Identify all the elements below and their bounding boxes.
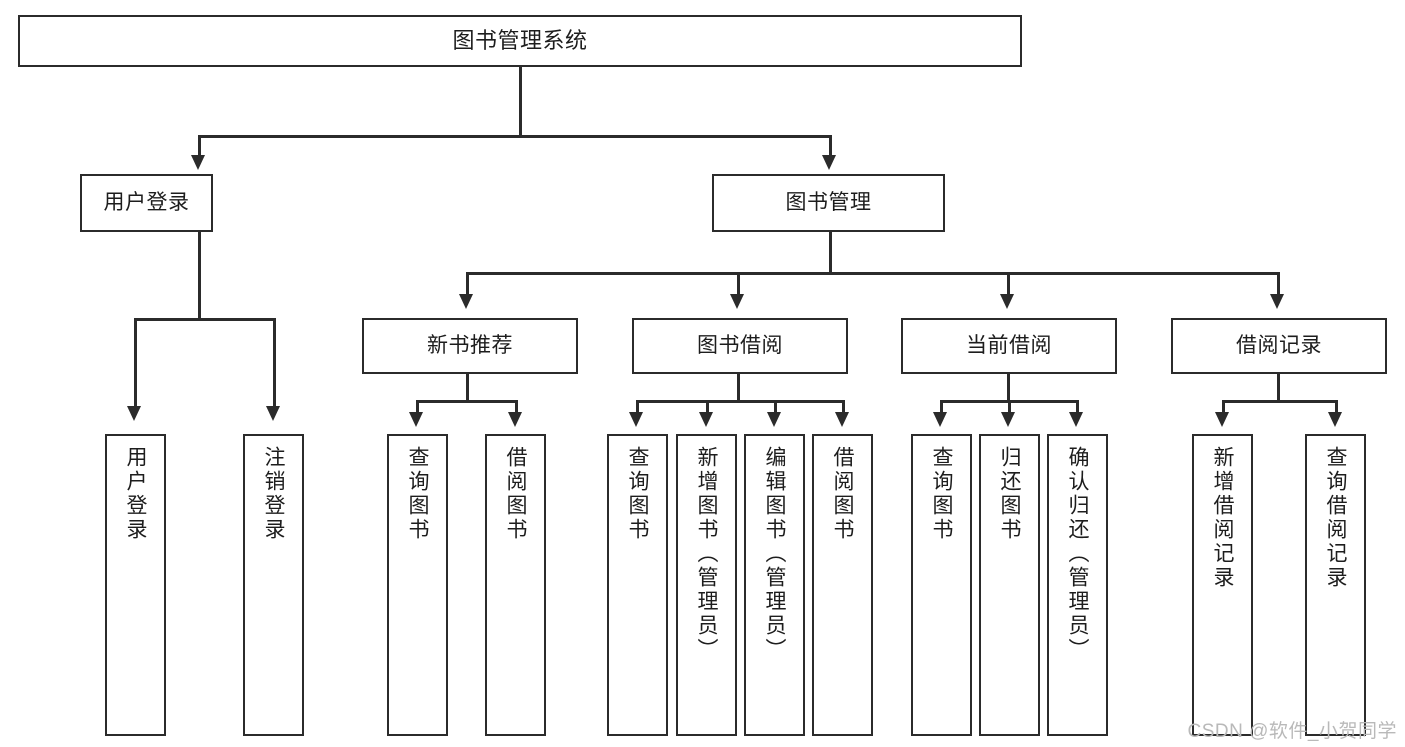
node-leaf-return-book[interactable]: 归还图书 xyxy=(979,434,1040,736)
connector-root-to-user-login xyxy=(198,135,201,157)
node-new-book-recommend[interactable]: 新书推荐 xyxy=(362,318,578,374)
node-leaf-add-record[interactable]: 新增借阅记录 xyxy=(1192,434,1253,736)
connector-borrow-record-bus xyxy=(1222,400,1336,403)
node-label: 用户登录 xyxy=(124,446,147,542)
arrow-root-to-book-manage xyxy=(822,155,836,170)
arrow-bb-child-3 xyxy=(767,412,781,427)
connector-user-login-branch-2 xyxy=(273,318,276,408)
node-root-book-management-system[interactable]: 图书管理系统 xyxy=(18,15,1022,67)
connector-book-manage-bus xyxy=(466,272,1280,275)
node-leaf-query-record[interactable]: 查询借阅记录 xyxy=(1305,434,1366,736)
connector-to-new-book-recommend xyxy=(466,272,469,296)
connector-cb-branch-3 xyxy=(1076,400,1079,414)
connector-cb-branch-1 xyxy=(940,400,943,414)
node-label: 新增图书（管理员） xyxy=(695,446,718,662)
connector-to-current-borrow xyxy=(1007,272,1010,296)
node-book-borrow[interactable]: 图书借阅 xyxy=(632,318,848,374)
arrow-br-child-1 xyxy=(1215,412,1229,427)
connector-user-login-bus xyxy=(134,318,276,321)
node-label: 查询图书 xyxy=(930,446,953,542)
node-leaf-user-login[interactable]: 用户登录 xyxy=(105,434,166,736)
arrow-root-to-user-login xyxy=(191,155,205,170)
node-book-manage[interactable]: 图书管理 xyxy=(712,174,945,232)
node-leaf-borrow-book-2[interactable]: 借阅图书 xyxy=(812,434,873,736)
connector-cb-branch-2 xyxy=(1008,400,1011,414)
node-leaf-add-book[interactable]: 新增图书（管理员） xyxy=(676,434,737,736)
connector-root-to-book-manage xyxy=(829,135,832,157)
connector-user-login-branch-1 xyxy=(134,318,137,408)
arrow-nbr-child-2 xyxy=(508,412,522,427)
arrow-cb-child-1 xyxy=(933,412,947,427)
node-current-borrow[interactable]: 当前借阅 xyxy=(901,318,1117,374)
node-leaf-query-book-3[interactable]: 查询图书 xyxy=(911,434,972,736)
connector-root-stem xyxy=(519,67,522,137)
node-label: 新增借阅记录 xyxy=(1211,446,1234,590)
connector-bb-branch-2 xyxy=(706,400,709,414)
node-label: 编辑图书（管理员） xyxy=(763,446,786,662)
connector-borrow-record-stem xyxy=(1277,374,1280,402)
node-leaf-query-book-1[interactable]: 查询图书 xyxy=(387,434,448,736)
node-label: 注销登录 xyxy=(262,446,285,542)
arrow-user-login-child-2 xyxy=(266,406,280,421)
connector-new-book-recommend-stem xyxy=(466,374,469,402)
node-borrow-record[interactable]: 借阅记录 xyxy=(1171,318,1387,374)
node-label: 图书借阅 xyxy=(697,333,783,357)
connector-nbr-branch-2 xyxy=(515,400,518,414)
node-label: 确认归还（管理员） xyxy=(1066,446,1089,662)
node-label: 查询图书 xyxy=(406,446,429,542)
connector-bb-branch-1 xyxy=(636,400,639,414)
node-label: 借阅记录 xyxy=(1236,333,1322,357)
connector-new-book-recommend-bus xyxy=(416,400,516,403)
connector-root-bus xyxy=(198,135,832,138)
arrow-to-borrow-record xyxy=(1270,294,1284,309)
connector-to-book-borrow xyxy=(737,272,740,296)
connector-nbr-branch-1 xyxy=(416,400,419,414)
node-leaf-edit-book[interactable]: 编辑图书（管理员） xyxy=(744,434,805,736)
arrow-bb-child-4 xyxy=(835,412,849,427)
node-label: 图书管理 xyxy=(785,190,872,214)
connector-bb-branch-3 xyxy=(774,400,777,414)
node-label: 新书推荐 xyxy=(427,333,513,357)
connector-book-borrow-bus xyxy=(636,400,843,403)
node-label: 图书管理系统 xyxy=(452,28,588,54)
node-leaf-borrow-book-1[interactable]: 借阅图书 xyxy=(485,434,546,736)
connector-book-manage-stem xyxy=(829,232,832,274)
arrow-to-book-borrow xyxy=(730,294,744,309)
connector-br-branch-1 xyxy=(1222,400,1225,414)
connector-current-borrow-stem xyxy=(1007,374,1010,402)
node-label: 查询图书 xyxy=(626,446,649,542)
node-label: 借阅图书 xyxy=(831,446,854,542)
connector-user-login-stem xyxy=(198,232,201,320)
node-label: 借阅图书 xyxy=(504,446,527,542)
node-label: 查询借阅记录 xyxy=(1324,446,1347,590)
arrow-user-login-child-1 xyxy=(127,406,141,421)
node-label: 用户登录 xyxy=(103,190,190,214)
arrow-cb-child-2 xyxy=(1001,412,1015,427)
arrow-to-new-book-recommend xyxy=(459,294,473,309)
arrow-bb-child-2 xyxy=(699,412,713,427)
connector-to-borrow-record xyxy=(1277,272,1280,296)
node-leaf-confirm-return[interactable]: 确认归还（管理员） xyxy=(1047,434,1108,736)
connector-br-branch-2 xyxy=(1335,400,1338,414)
arrow-br-child-2 xyxy=(1328,412,1342,427)
connector-book-borrow-stem xyxy=(737,374,740,402)
arrow-cb-child-3 xyxy=(1069,412,1083,427)
connector-bb-branch-4 xyxy=(842,400,845,414)
node-label: 当前借阅 xyxy=(966,333,1052,357)
node-user-login[interactable]: 用户登录 xyxy=(80,174,213,232)
node-leaf-query-book-2[interactable]: 查询图书 xyxy=(607,434,668,736)
node-label: 归还图书 xyxy=(998,446,1021,542)
arrow-bb-child-1 xyxy=(629,412,643,427)
arrow-nbr-child-1 xyxy=(409,412,423,427)
arrow-to-current-borrow xyxy=(1000,294,1014,309)
node-leaf-logout-login[interactable]: 注销登录 xyxy=(243,434,304,736)
